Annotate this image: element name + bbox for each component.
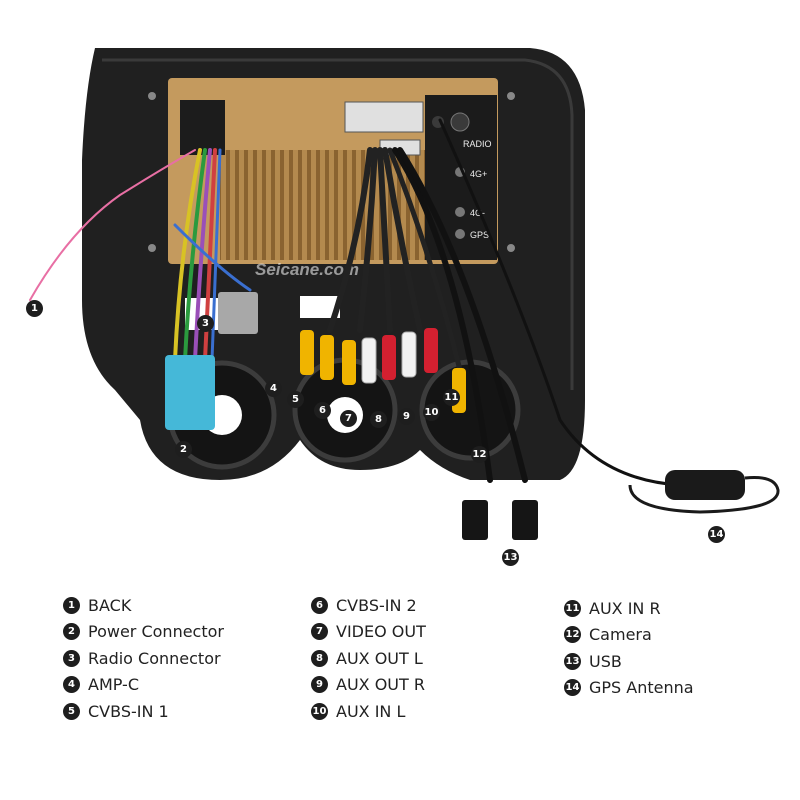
legend-number: 9: [311, 676, 328, 694]
legend-column-2: 6 CVBS-IN 2 7 VIDEO OUT 8 AUX OUT L 9 AUX OU…: [311, 592, 426, 725]
legend-label: AUX OUT L: [336, 648, 423, 668]
callout-14: 14: [708, 526, 725, 543]
callout-10: 10: [423, 404, 440, 421]
legend-label: USB: [589, 651, 622, 671]
legend-item: 10 AUX IN L: [311, 698, 426, 725]
legend-number: 10: [311, 702, 328, 720]
legend-number: 6: [311, 596, 328, 614]
legend-number: 13: [564, 652, 581, 670]
legend-number: 11: [564, 599, 581, 617]
radio-label: RADIO: [463, 139, 492, 149]
callout-13: 13: [502, 549, 519, 566]
legend-item: 2 Power Connector: [63, 619, 224, 646]
callout-7: 7: [340, 410, 357, 427]
legend-number: 2: [63, 623, 80, 641]
legend-item: 8 AUX OUT L: [311, 645, 426, 672]
legend-number: 12: [564, 626, 581, 644]
legend-number: 14: [564, 679, 581, 697]
legend-item: 3 Radio Connector: [63, 645, 224, 672]
legend-item: 6 CVBS-IN 2: [311, 592, 426, 619]
legend-label: CVBS-IN 1: [88, 701, 169, 721]
callout-6: 6: [314, 402, 331, 419]
legend-number: 4: [63, 676, 80, 694]
legend-item: 14 GPS Antenna: [564, 675, 694, 702]
callout-3: 3: [197, 315, 214, 332]
legend-label: CVBS-IN 2: [336, 595, 417, 615]
callout-12: 12: [471, 446, 488, 463]
gps-antenna: [665, 470, 745, 500]
4g-plus-label: 4G+: [470, 169, 487, 179]
usb-connectors: [462, 500, 538, 540]
legend-item: 11 AUX IN R: [564, 595, 694, 622]
legend-label: GPS Antenna: [589, 678, 694, 698]
callout-5: 5: [287, 391, 304, 408]
legend-column-3: 11 AUX IN R 12 Camera 13 USB 14 GPS Antenna: [564, 595, 694, 701]
legend-label: BACK: [88, 595, 132, 615]
rca-plugs: [300, 328, 466, 413]
legend-label: AMP-C: [88, 675, 139, 695]
callout-4: 4: [265, 380, 282, 397]
legend-item: 1 BACK: [63, 592, 224, 619]
power-connector: [165, 355, 215, 430]
callout-1: 1: [26, 300, 43, 317]
legend-number: 8: [311, 649, 328, 667]
legend-item: 12 Camera: [564, 622, 694, 649]
radio-connector: [218, 292, 258, 334]
callout-8: 8: [370, 411, 387, 428]
callout-2: 2: [175, 441, 192, 458]
legend-label: Power Connector: [88, 622, 224, 642]
callout-9: 9: [398, 408, 415, 425]
legend-number: 1: [63, 596, 80, 614]
legend-item: 4 AMP-C: [63, 672, 224, 699]
legend-label: VIDEO OUT: [336, 622, 426, 642]
legend-number: 3: [63, 649, 80, 667]
watermark: Seicane.com: [255, 260, 359, 279]
legend-label: AUX IN L: [336, 701, 406, 721]
callout-11: 11: [443, 389, 460, 406]
product-photo: RADIO 4G+ 4G- GPS Seicane.com: [29, 48, 780, 540]
legend-label: AUX IN R: [589, 598, 661, 618]
legend-label: AUX OUT R: [336, 675, 425, 695]
legend-label: Camera: [589, 625, 652, 645]
legend-item: 7 VIDEO OUT: [311, 619, 426, 646]
gps-label: GPS: [470, 230, 489, 240]
legend-number: 5: [63, 702, 80, 720]
legend-label: Radio Connector: [88, 648, 221, 668]
legend-item: 9 AUX OUT R: [311, 672, 426, 699]
legend-item: 5 CVBS-IN 1: [63, 698, 224, 725]
legend-number: 7: [311, 623, 328, 641]
legend-item: 13 USB: [564, 648, 694, 675]
4g-minus-label: 4G-: [470, 208, 485, 218]
